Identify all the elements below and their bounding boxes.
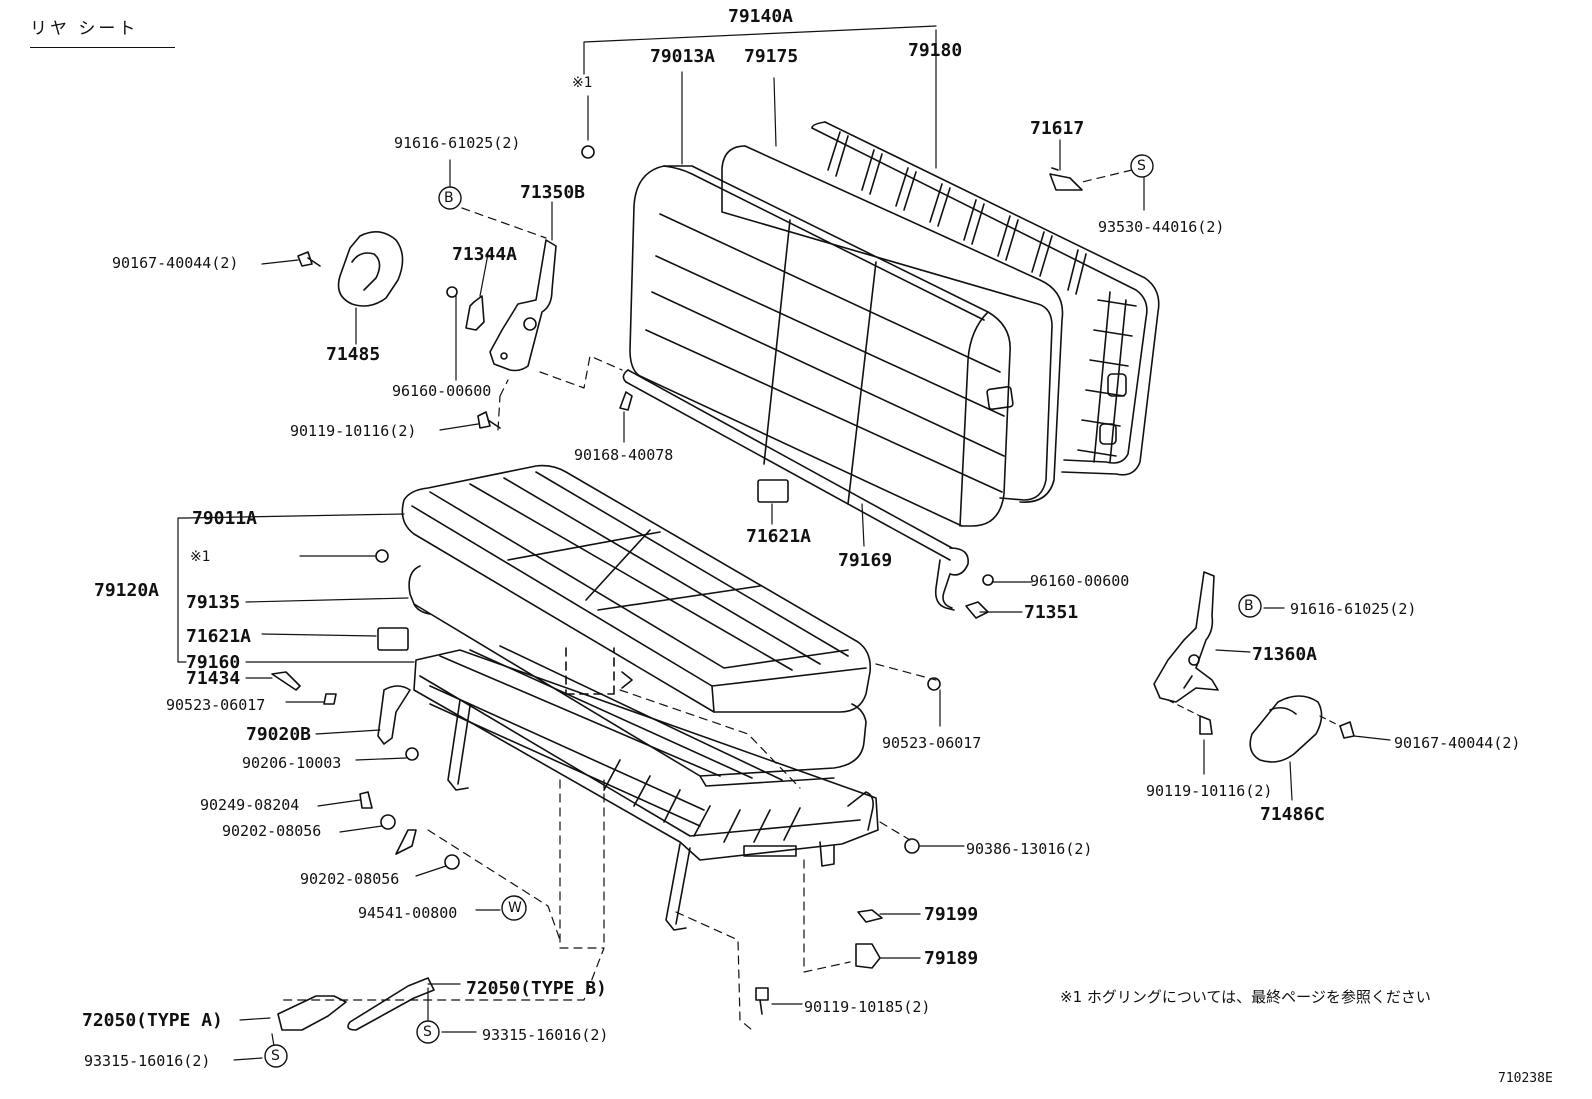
part-79199: 79199 [924,904,979,925]
part-90202-08056-upper: 90202-08056 [222,822,322,840]
part-79180: 79180 [908,40,963,61]
page-title: リヤ シート [30,19,139,39]
part-71617: 71617 [1030,118,1085,139]
right-hinge-drawing [1049,167,1355,763]
part-90206-10003: 90206-10003 [242,754,342,772]
part-71344A: 71344A [452,244,518,265]
part-90167-40044-right: 90167-40044(2) [1394,734,1521,752]
part-79020B: 79020B [246,724,312,745]
part-79013A: 79013A [650,46,716,67]
circled-markers [264,154,1262,1068]
marker-b-right: B [1244,598,1254,614]
ref-mark-2: ※1 [190,549,211,565]
part-71621A-left: 71621A [186,626,252,647]
part-90249-08204: 90249-08204 [200,796,300,814]
part-71486C: 71486C [1260,804,1326,825]
hinge-rod-drawing [622,369,969,611]
title-underline [30,47,175,48]
part-71621A-center: 71621A [746,526,812,547]
part-72050-type-b: 72050(TYPE B) [466,978,607,999]
part-90168-40078: 90168-40078 [574,446,674,464]
seat-cushion-cover-drawing [401,464,872,713]
part-90523-06017-right: 90523-06017 [882,734,982,752]
part-79140A: 79140A [728,6,794,27]
part-93315-16016-left: 93315-16016(2) [84,1052,211,1070]
part-79189: 79189 [924,948,979,969]
seat-cushion-pad-drawing [408,565,867,787]
part-79169: 79169 [838,550,893,571]
leader-lines [177,25,1391,1061]
marker-s-right: S [423,1024,432,1040]
part-79120A: 79120A [94,580,160,601]
part-71360A: 71360A [1252,644,1318,665]
part-79011A: 79011A [192,508,258,529]
part-94541-00800: 94541-00800 [358,904,458,922]
seat-back-pad-drawing [721,145,1064,503]
marker-b-left: B [444,190,454,206]
part-91616-61025-left: 91616-61025(2) [394,134,521,152]
marker-s-left: S [271,1048,280,1064]
part-90523-06017-left: 90523-06017 [166,696,266,714]
left-hinge-drawing [297,231,633,429]
part-72050-type-a: 72050(TYPE A) [82,1010,223,1031]
part-90119-10116-right: 90119-10116(2) [1146,782,1273,800]
hog-ring-note: ※1 ホグリングについては、最終ページを参照ください [1060,988,1431,1006]
part-93530-44016: 93530-44016(2) [1098,218,1225,236]
part-96160-00600-right: 96160-00600 [1030,572,1130,590]
seat-back-frame-drawing [811,121,1160,476]
part-90386-13016: 90386-13016(2) [966,840,1093,858]
part-90119-10116-left: 90119-10116(2) [290,422,417,440]
part-79160: 79160 [186,652,241,673]
marker-w: W [508,900,522,916]
fasteners-drawing [271,145,994,1031]
part-79135: 79135 [186,592,241,613]
part-71351: 71351 [1024,602,1079,623]
seat-back-cover-drawing [629,165,1014,527]
part-71434: 71434 [186,668,241,689]
part-90202-08056-lower: 90202-08056 [300,870,400,888]
part-71485: 71485 [326,344,381,365]
marker-s-top: S [1137,158,1146,174]
part-91616-61025-right: 91616-61025(2) [1290,600,1417,618]
seat-cushion-frame-drawing [413,645,879,931]
part-71350B: 71350B [520,182,586,203]
part-93315-16016-right: 93315-16016(2) [482,1026,609,1044]
part-90119-10185: 90119-10185(2) [804,998,931,1016]
part-79175: 79175 [744,46,799,67]
part-96160-00600-left: 96160-00600 [392,382,492,400]
ref-mark-1: ※1 [572,75,593,91]
figure-id: 710238E [1498,1071,1553,1086]
part-90167-40044-left: 90167-40044(2) [112,254,239,272]
